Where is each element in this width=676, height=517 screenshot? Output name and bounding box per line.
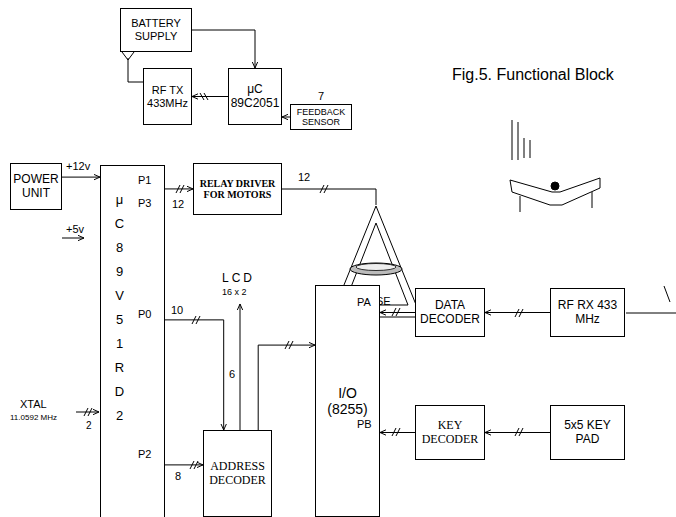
voltage-label: +12v [66,160,90,172]
voltage-label: +5v [66,223,84,235]
signal-connector [192,30,255,68]
box-text: KEY DECODER [418,419,482,447]
bus-width: 7 [318,90,324,102]
bus-width: 2 [86,420,92,431]
crystal-label: XTAL [20,398,47,410]
controller-box: μC 89C2051 [228,68,282,125]
robot-arm-illustration [510,120,600,212]
port-name: P1 [138,174,151,186]
signal-connector [192,96,228,97]
signal-connector [62,177,100,178]
box-text: μC 89C2051 [231,83,280,111]
signal-connector [380,312,415,313]
signal-connector [485,312,550,313]
box-text: μC 89V51RD2 [113,188,126,428]
port-name: PA [357,296,371,308]
bus-width: 12 [172,198,184,210]
transmitter-box: RF TX 433MHz [143,68,192,125]
box-text: FEEDBACK SENSOR [293,107,349,128]
rx-antenna [626,286,676,313]
box-text: DATA DECODER [418,299,482,327]
relay-driver-box: RELAY DRIVER FOR MOTORS [193,163,282,215]
power-box: POWER UNIT [10,163,62,210]
decoder-box: DATA DECODER [415,288,485,337]
box-text: I/O (8255) [318,385,377,417]
signal-connector [282,117,290,118]
port-name: P0 [138,308,151,320]
supply-5v-arrow [62,238,84,239]
decoder-box: ADDRESS DECODER [203,430,272,517]
port-name: P2 [138,448,151,460]
box-text: RF TX 433MHz [146,84,189,109]
box-text: 5x5 KEY PAD [553,419,622,447]
signal-connector [165,320,224,430]
box-text: POWER UNIT [13,173,59,201]
crystal-frequency: 11.0592 MHz [10,414,57,423]
io-box: I/O (8255) [315,285,380,517]
signal-connector [282,189,376,205]
signal-connector [165,464,203,465]
decoder-box: KEY DECODER [415,405,485,460]
main-controller-box: μC 89V51RD2 [100,165,165,517]
keypad-box: 5x5 KEY PAD [550,405,625,460]
bus-width: 8 [175,470,181,482]
box-text: RF RX 433 MHz [553,299,622,327]
receiver-box: RF RX 433 MHz [550,288,625,337]
port-name: PB [357,418,372,430]
bus-width: 10 [171,304,183,316]
signal-connector [258,345,315,430]
xtal-link [76,408,99,416]
lcd-link [240,304,241,430]
sensor-box: FEEDBACK SENSOR [290,104,352,130]
signal-connector [380,432,415,433]
box-text: ADDRESS DECODER [206,460,269,488]
bus-width: 6 [229,368,235,380]
box-text: RELAY DRIVER FOR MOTORS [196,178,279,201]
box-text: BATTERY SUPPLY [123,17,189,42]
display-size: 16 x 2 [222,288,247,298]
port-name: P3 [138,197,151,209]
signal-connector [165,188,193,189]
tx-antenna [122,52,143,82]
supply-box: BATTERY SUPPLY [120,8,192,52]
display-label: LCD [222,272,255,285]
figure-caption: Fig.5. Functional Block [452,66,614,84]
bus-width: 12 [298,171,310,183]
bus-ticks [176,93,523,469]
signal-connector [485,432,550,433]
